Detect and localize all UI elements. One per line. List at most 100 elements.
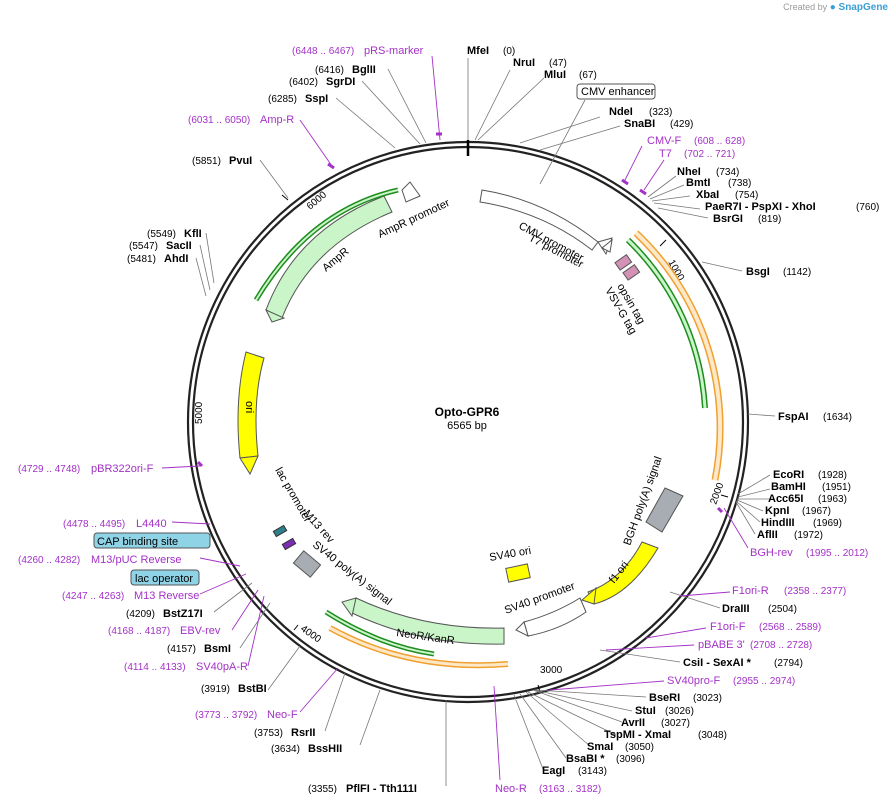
cmv-promoter-arc[interactable] bbox=[479, 189, 599, 251]
site-bsshii[interactable]: BssHII bbox=[308, 743, 342, 755]
site-rsrii[interactable]: RsrII bbox=[291, 727, 315, 739]
ori-arrowhead bbox=[239, 455, 259, 476]
site-mlui[interactable]: MluI bbox=[544, 69, 566, 81]
primer-pbabe3[interactable]: pBABE 3' bbox=[698, 639, 745, 651]
site-ndei[interactable]: NdeI bbox=[609, 106, 633, 118]
site-bseri[interactable]: BseRI bbox=[649, 692, 680, 704]
primer-cmv-f[interactable]: CMV-F bbox=[647, 135, 682, 147]
site-kfli-pos: (5549) bbox=[147, 229, 176, 240]
site-bglii[interactable]: BglII bbox=[352, 64, 376, 76]
site-fspai[interactable]: FspAI bbox=[778, 411, 809, 423]
site-aflii[interactable]: AflII bbox=[757, 529, 778, 541]
site-paer7i-pspxi-xhoi[interactable]: PaeR7I - PspXI - XhoI bbox=[705, 201, 816, 213]
primer-markers bbox=[161, 55, 749, 781]
sv40-ori-box[interactable] bbox=[505, 563, 531, 583]
site-bamhi[interactable]: BamHI bbox=[771, 481, 806, 493]
primer-bgh-rev[interactable]: BGH-rev bbox=[750, 547, 793, 559]
vsvg-tag-marker[interactable] bbox=[622, 264, 641, 281]
site-tspmi-pos: (3048) bbox=[698, 730, 727, 741]
site-paer7i-pos: (760) bbox=[856, 202, 879, 213]
primer-pbr322ori-f[interactable]: pBR322ori-F bbox=[91, 463, 154, 475]
cap-site-marker[interactable] bbox=[272, 524, 288, 538]
site-sgrdi[interactable]: SgrDI bbox=[326, 76, 355, 88]
ampr-promoter-arrow[interactable] bbox=[401, 181, 421, 203]
site-bsgi[interactable]: BsgI bbox=[746, 266, 770, 278]
primer-m13-puc-reverse[interactable]: M13/pUC Reverse bbox=[91, 554, 181, 566]
site-xbai[interactable]: XbaI bbox=[696, 189, 719, 201]
site-ecori-pos: (1928) bbox=[818, 470, 847, 481]
site-stui-pos: (3026) bbox=[665, 706, 694, 717]
primer-m13-puc-reverse-range: (4260 .. 4282) bbox=[18, 555, 80, 566]
site-ahdi-pos: (5481) bbox=[127, 254, 156, 265]
lac-operator-box[interactable] bbox=[130, 569, 200, 586]
feature-sv40-ori[interactable]: SV40 ori bbox=[488, 545, 532, 564]
cap-binding-site-box[interactable] bbox=[93, 532, 211, 549]
primer-f1ori-f[interactable]: F1ori-F bbox=[710, 621, 746, 633]
site-hindiii[interactable]: HindIII bbox=[761, 517, 795, 529]
site-stui[interactable]: StuI bbox=[635, 705, 656, 717]
site-kpni[interactable]: KpnI bbox=[765, 505, 789, 517]
site-bstz17i[interactable]: BstZ17I bbox=[163, 608, 203, 620]
ampr-green-inner bbox=[255, 189, 399, 301]
site-eagi[interactable]: EagI bbox=[542, 765, 565, 777]
site-acc65i[interactable]: Acc65I bbox=[768, 493, 803, 505]
sv40-polya-box[interactable] bbox=[292, 550, 322, 578]
primer-pbr322ori-f-range: (4729 .. 4748) bbox=[18, 464, 80, 475]
site-pvui[interactable]: PvuI bbox=[229, 155, 252, 167]
bgh-polya-box[interactable] bbox=[645, 487, 684, 533]
feature-sv40-polya-signal[interactable]: SV40 poly(A) signal bbox=[310, 539, 394, 608]
primer-sv40pa-r[interactable]: SV40pA-R bbox=[196, 661, 248, 673]
site-bsmi-pos: (4157) bbox=[167, 644, 196, 655]
site-nrui[interactable]: NruI bbox=[513, 57, 535, 69]
site-bsabi-pos: (3096) bbox=[616, 754, 645, 765]
primer-bgh-rev-range: (1995 .. 2012) bbox=[806, 548, 868, 559]
primer-f1ori-r-range: (2358 .. 2377) bbox=[784, 586, 846, 597]
site-avrii[interactable]: AvrII bbox=[621, 717, 645, 729]
site-pflfi-tth111i[interactable]: PflFI - Tth111I bbox=[346, 783, 417, 795]
primer-t7[interactable]: T7 bbox=[659, 148, 672, 160]
primer-f1ori-r[interactable]: F1ori-R bbox=[732, 585, 769, 597]
primer-neo-r-range: (3163 .. 3182) bbox=[539, 784, 601, 795]
site-draiii[interactable]: DraIII bbox=[722, 603, 750, 615]
site-snabi[interactable]: SnaBI bbox=[624, 118, 655, 130]
primer-l4440-range: (4478 .. 4495) bbox=[63, 519, 125, 530]
primer-sv40pro-f[interactable]: SV40pro-F bbox=[667, 675, 720, 687]
primer-prs-marker[interactable]: pRS-marker bbox=[364, 45, 424, 57]
lac-operator-marker[interactable] bbox=[281, 537, 297, 551]
restriction-sites: MfeI (0) NruI (47) MluI (67) NdeI (323) … bbox=[126, 45, 879, 795]
site-eagi-pos: (3143) bbox=[578, 766, 607, 777]
site-bstbi[interactable]: BstBI bbox=[238, 683, 267, 695]
feature-ori[interactable]: ori bbox=[243, 401, 255, 413]
site-mfei[interactable]: MfeI bbox=[467, 45, 489, 57]
site-bsabi[interactable]: BsaBI * bbox=[566, 753, 605, 765]
primer-prs-marker-range: (6448 .. 6467) bbox=[292, 46, 354, 57]
site-ndei-pos: (323) bbox=[649, 107, 672, 118]
site-sacii[interactable]: SacII bbox=[166, 240, 192, 252]
site-tspmi-xmai[interactable]: TspMI - XmaI bbox=[604, 729, 671, 741]
primer-l4440[interactable]: L4440 bbox=[136, 518, 167, 530]
primer-neo-f[interactable]: Neo-F bbox=[267, 709, 298, 721]
site-smai[interactable]: SmaI bbox=[587, 741, 613, 753]
primer-ebv-rev[interactable]: EBV-rev bbox=[180, 625, 221, 637]
boxed-labels: CMV enhancer CAP binding site lac operat… bbox=[93, 83, 656, 586]
site-leaders bbox=[195, 58, 776, 786]
primer-m13-reverse[interactable]: M13 Reverse bbox=[134, 590, 199, 602]
primer-amp-r[interactable]: Amp-R bbox=[260, 114, 294, 126]
snapgene-logo[interactable]: ● SnapGene bbox=[829, 2, 888, 13]
site-ahdi[interactable]: AhdI bbox=[164, 253, 188, 265]
cmv-enhancer-box[interactable] bbox=[576, 83, 656, 100]
site-csii-sexai[interactable]: CsiI - SexAI * bbox=[683, 657, 752, 669]
site-bsrgi[interactable]: BsrGI bbox=[713, 213, 743, 225]
site-sspi[interactable]: SspI bbox=[305, 93, 328, 105]
primer-neo-r[interactable]: Neo-R bbox=[495, 783, 527, 795]
site-bsmi[interactable]: BsmI bbox=[204, 643, 231, 655]
site-bsgi-pos: (1142) bbox=[783, 267, 811, 278]
opsin-tag-marker[interactable] bbox=[614, 254, 633, 271]
site-bmti[interactable]: BmtI bbox=[686, 177, 710, 189]
site-bmti-pos: (738) bbox=[728, 178, 751, 189]
insert-green-inner bbox=[626, 238, 707, 409]
lac-operator-label: lac operator bbox=[135, 573, 193, 585]
site-ecori[interactable]: EcoRI bbox=[773, 469, 804, 481]
site-nhei[interactable]: NheI bbox=[677, 166, 701, 178]
site-kfli[interactable]: KflI bbox=[184, 228, 202, 240]
